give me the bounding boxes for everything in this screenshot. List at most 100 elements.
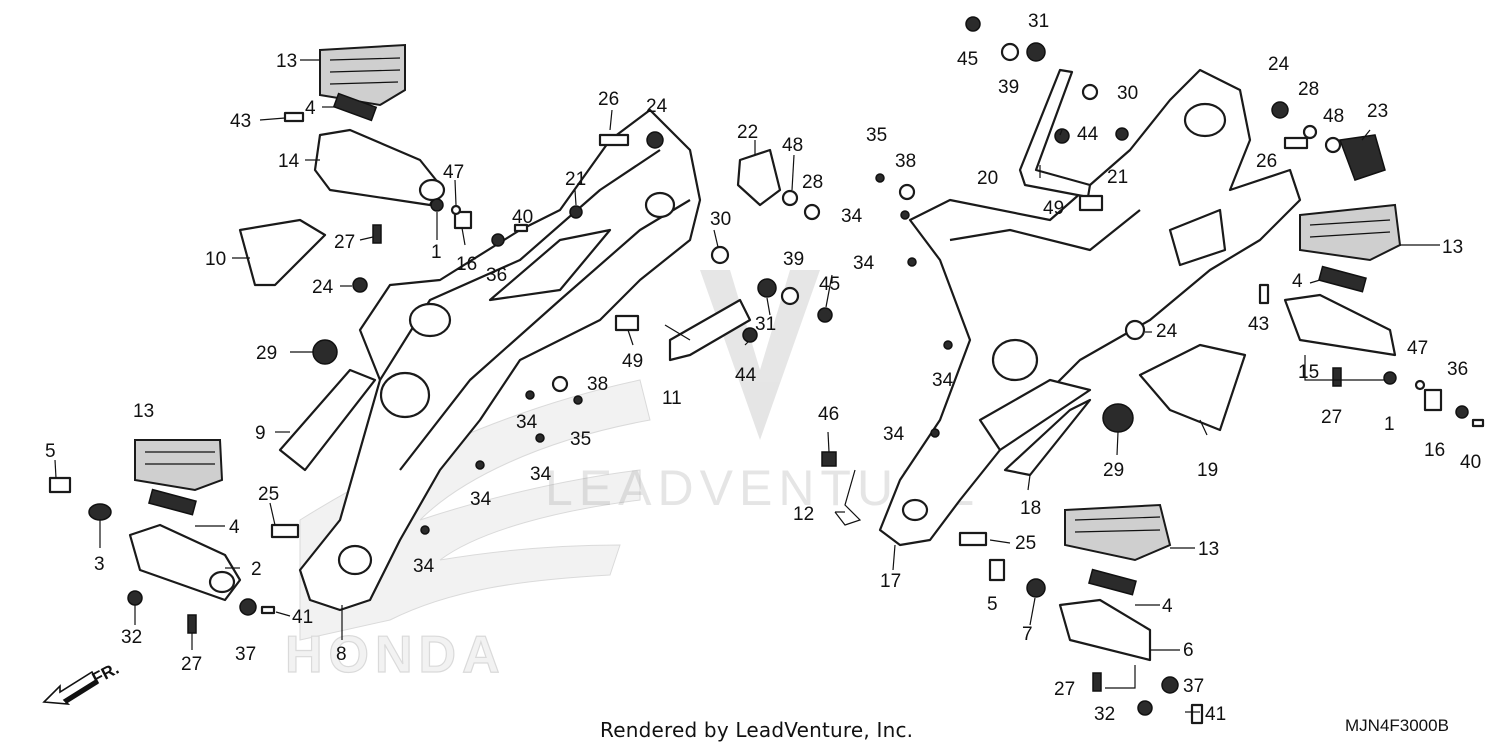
pin-40-right — [1471, 418, 1485, 428]
callout-31: 31 — [755, 314, 776, 335]
callout-17: 17 — [880, 571, 901, 592]
screw-35-left — [573, 395, 583, 405]
callout-45-right: 45 — [957, 49, 978, 70]
callout-5: 5 — [45, 441, 56, 462]
bolt-45-right — [965, 16, 981, 32]
cover-10 — [238, 218, 327, 287]
nut-36-right — [1455, 405, 1469, 419]
block-23 — [1338, 134, 1386, 181]
plate-16-right — [1423, 388, 1443, 412]
ball-47-left — [450, 204, 462, 216]
callout-48-right: 48 — [1323, 106, 1344, 127]
callout-31-right: 31 — [1028, 11, 1049, 32]
screw-34-b — [535, 433, 545, 443]
screw-34-c — [475, 460, 485, 470]
step-rubber-13-lower-left — [134, 439, 224, 492]
ball-47-right — [1414, 379, 1426, 391]
callout-4-right: 4 — [1292, 271, 1303, 292]
callout-21-right: 21 — [1107, 167, 1128, 188]
callout-41: 41 — [292, 607, 313, 628]
bolt-25-left — [270, 523, 300, 539]
right-step-bracket-17 — [878, 68, 1302, 547]
screw-34-a — [525, 390, 535, 400]
callout-15: 15 — [1298, 362, 1319, 383]
callout-34-c: 34 — [470, 489, 492, 510]
callout-7: 7 — [1022, 624, 1033, 645]
callout-34-g: 34 — [932, 370, 954, 391]
callout-3: 3 — [94, 554, 105, 575]
callout-32-right: 32 — [1094, 704, 1115, 725]
callout-30-right: 30 — [1117, 83, 1138, 104]
screw-35-right — [875, 173, 885, 183]
callout-28-right: 28 — [1298, 79, 1319, 100]
nut-37-right — [1161, 676, 1179, 694]
callout-34-f: 34 — [853, 253, 875, 274]
washer-38-right — [898, 183, 916, 201]
callout-2: 2 — [251, 559, 262, 580]
pin-41-right — [1190, 703, 1204, 725]
nut-21-left — [569, 205, 583, 219]
callout-18: 18 — [1020, 498, 1041, 519]
callout-38-right: 38 — [895, 151, 916, 172]
callout-27: 27 — [334, 232, 355, 253]
collar-24-right — [1124, 319, 1146, 341]
step-holder-6 — [1058, 598, 1152, 662]
callout-11: 11 — [662, 388, 682, 409]
spring-7 — [1026, 578, 1046, 598]
fasteners — [48, 16, 1485, 725]
screw-34-e — [900, 210, 910, 220]
rod-20 — [1018, 68, 1092, 199]
callout-38: 38 — [587, 374, 608, 395]
step-holder-15 — [1283, 293, 1397, 357]
callout-37: 37 — [235, 644, 256, 665]
callout-43-right: 43 — [1248, 314, 1269, 335]
callout-25: 25 — [258, 484, 279, 505]
callout-41-right: 41 — [1205, 704, 1226, 725]
callout-32: 32 — [121, 627, 142, 648]
screw-34-g — [943, 340, 953, 350]
pin-41-left — [260, 605, 276, 615]
callout-35: 35 — [570, 429, 591, 450]
callout-4-right-lower: 4 — [1162, 596, 1173, 617]
rod-11 — [668, 298, 752, 362]
callout-1-right: 1 — [1384, 414, 1395, 435]
bolt-32-left — [127, 590, 143, 606]
collar-24-left — [352, 277, 368, 293]
grommet-29-right — [1102, 403, 1134, 433]
washer-48-left — [781, 189, 799, 207]
callout-44-right: 44 — [1077, 124, 1099, 145]
plate-4-right — [1318, 265, 1367, 293]
spring-1-left — [430, 198, 444, 212]
callout-24-right: 24 — [1156, 321, 1178, 342]
callout-34-b: 34 — [530, 464, 552, 485]
step-rubber-13-top-left — [319, 43, 406, 107]
screw-34-d — [420, 525, 430, 535]
collar-24-mid — [646, 131, 664, 149]
callout-24: 24 — [312, 277, 334, 298]
callout-24-upper-right: 24 — [1268, 54, 1290, 75]
callout-40: 40 — [512, 207, 533, 228]
callout-40-right: 40 — [1460, 452, 1481, 473]
bolt-28-right — [1302, 124, 1318, 140]
plate-4-top-left — [332, 92, 378, 122]
nut-44-right — [1054, 128, 1070, 144]
callout-47-right: 47 — [1407, 338, 1428, 359]
callout-29: 29 — [256, 343, 277, 364]
plate-4-bottom-right — [1088, 568, 1137, 596]
watermark-brand-text: HONDA — [285, 626, 506, 684]
bolt-27-left-lower — [187, 614, 197, 634]
collar-31-left — [757, 278, 777, 298]
callout-13-left-lower: 13 — [133, 401, 154, 422]
pin-5-left — [48, 476, 72, 494]
plate-18 — [1003, 398, 1092, 477]
diagram-code: MJN4F3000B — [1345, 716, 1449, 735]
callout-19: 19 — [1197, 460, 1218, 481]
callout-28: 28 — [802, 172, 823, 193]
collar-30-left — [710, 245, 730, 265]
callout-27-right-lower: 27 — [1054, 679, 1075, 700]
callout-30: 30 — [710, 209, 731, 230]
front-direction-indicator: FR. — [40, 659, 140, 710]
block-22 — [736, 148, 782, 207]
callout-34-a: 34 — [516, 412, 538, 433]
